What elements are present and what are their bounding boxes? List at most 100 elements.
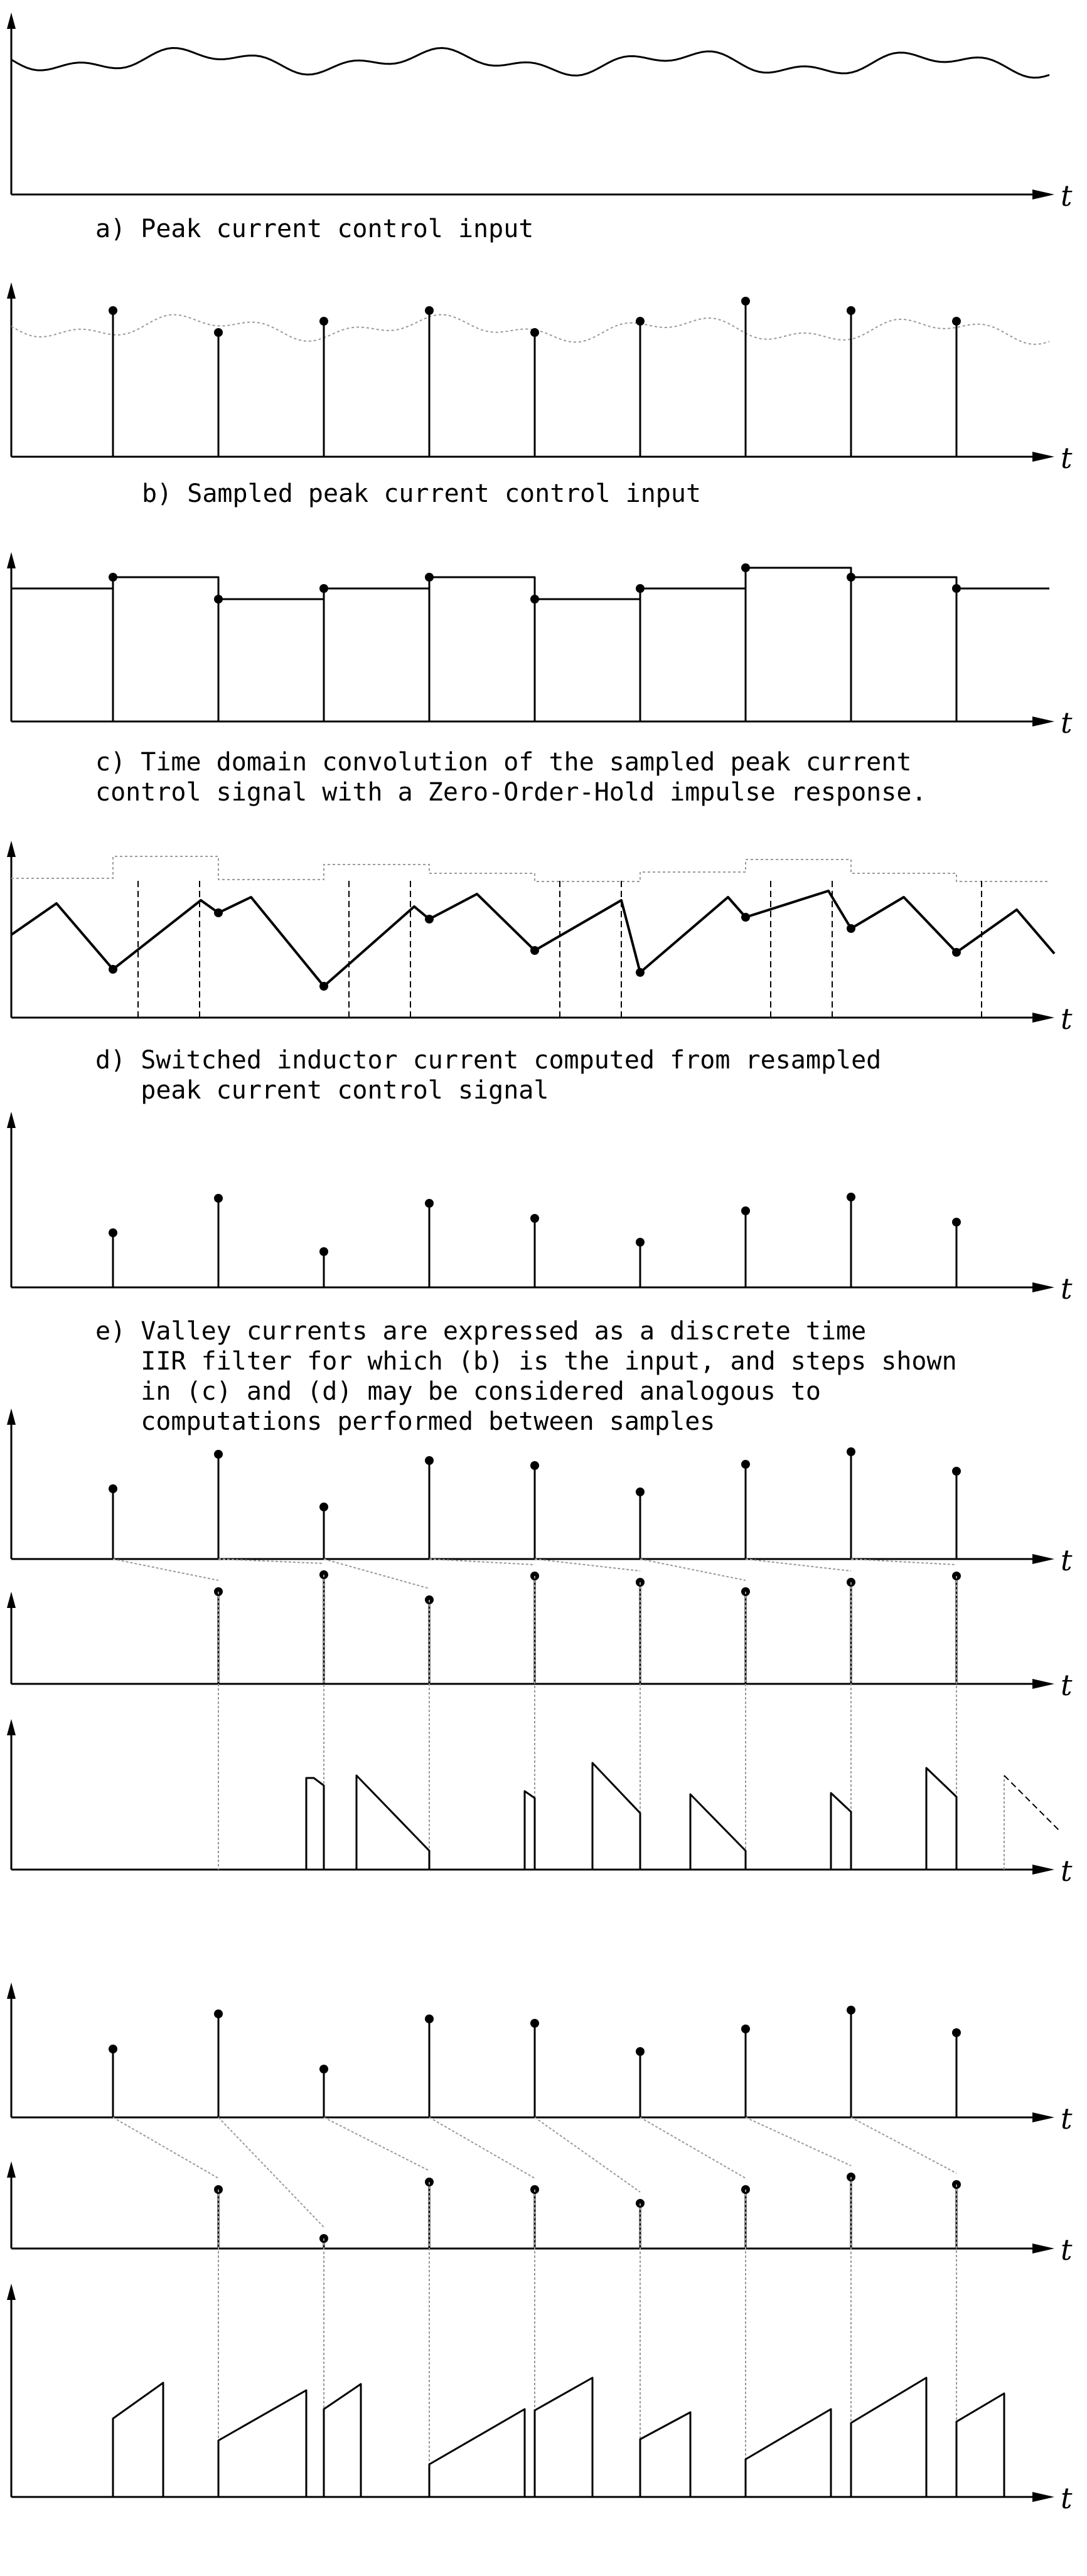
panel-b-sample-point [425,306,434,315]
bottom-group-2-feed-arrow [745,2117,852,2166]
bottom-group-2-feed-arrow [534,2117,641,2193]
bottom-group-2-row-1-point [847,2006,855,2014]
bottom-group-2-row-1-point [319,2065,328,2073]
panel-b-sample-point [636,317,645,326]
panel-c-zoh-staircase [11,567,1049,600]
panel-a-caption-line-1: a) Peak current control input [95,215,533,243]
bottom-group-1-row-1-point [636,1488,645,1496]
panel-e-y-arrowhead [7,1112,16,1128]
panel-c-sample-point [847,573,855,582]
panel-a-y-arrowhead [7,13,16,29]
panel-c-sample-point [425,573,434,582]
bottom-group-1-row-3-pulse [925,1767,958,1870]
panel-e-valley-point [636,1238,645,1247]
panel-c-caption-line-2: control signal with a Zero-Order-Hold im… [95,778,927,807]
bottom-group-2-row-1-axis-label: t [1061,2102,1073,2136]
panel-c-sample-point [214,595,223,604]
panel-e-valley-point [530,1214,539,1223]
bottom-group-1-row-3-axis-label: t [1061,1854,1073,1888]
bottom-group-1-feed-arrow [323,1558,430,1589]
bottom-group-2-row-3-ramp [744,2408,832,2497]
panel-c-sample-point [319,584,328,593]
panel-b-caption-line-1: b) Sampled peak current control input [142,479,701,508]
bottom-group-1-row-1-point [741,1460,750,1469]
panel-e-caption-line-4: computations performed between samples [95,1407,715,1436]
panel-e-valley-point [214,1194,223,1203]
panel-d-valley-point [425,915,434,923]
panel-b-y-arrowhead [7,282,16,299]
panel-c-axis-label: t [1061,706,1073,740]
panel-c-caption-line-1: c) Time domain convolution of the sample… [95,748,911,777]
bottom-group-1-row-1-x-arrowhead [1032,1554,1054,1564]
bottom-group-2-row-2-axis-label: t [1061,2233,1073,2267]
bottom-group-1-row-2-y-arrowhead [7,1592,16,1608]
bottom-group-2-row-1-point [952,2028,961,2037]
bottom-group-2-row-3-ramp [217,2389,308,2497]
bottom-group-2-feed-arrow [850,2117,957,2174]
bottom-group-1-row-3-pulse [591,1762,641,1870]
panel-b-sample-point [214,328,223,337]
panel-d-y-arrowhead [7,841,16,857]
bottom-group-1-row-3-pulse [830,1792,852,1870]
panel-c-sample-point [530,595,539,604]
bottom-group-2-row-1-point [741,2025,750,2033]
panel-d-valley-point [847,924,855,933]
bottom-group-1-feed-arrow [850,1558,957,1565]
bottom-group-1-row-1-point [214,1450,223,1459]
bottom-group-2-row-3-y-arrowhead [7,2284,16,2300]
panel-c-sample-point [741,563,750,572]
bottom-group-2-row-1-y-arrowhead [7,1983,16,1999]
bottom-group-2-feed-arrow [429,2117,535,2179]
bottom-group-1-row-3-pulse [305,1777,325,1870]
panel-d-inductor-current [10,890,1056,987]
bottom-group-2-row-3-ramp [323,2383,362,2497]
panel-d-valley-point [319,982,328,991]
bottom-group-2-feed-arrow [112,2117,219,2179]
bottom-group-2-feed-arrow [218,2117,324,2228]
bottom-group-2-row-1-point [109,2045,117,2053]
bottom-group-2-feed-arrow [640,2117,746,2179]
panel-b-axis-label: t [1061,441,1073,475]
panel-c-sample-point [952,584,961,593]
bottom-group-1-row-3-pulse [355,1774,431,1870]
bottom-group-2-row-1-point [214,2009,223,2018]
panel-d-resampled-peak-signal [11,856,1049,882]
panel-b-sample-point [530,328,539,337]
panel-e-valley-point [109,1228,117,1237]
bottom-group-2-feed-arrow [323,2117,430,2171]
panel-d-valley-point [214,908,223,917]
panel-d-valley-point [530,946,539,955]
bottom-group-2-row-3-x-arrowhead [1032,2492,1054,2502]
bottom-group-1-row-1-point [109,1484,117,1493]
panel-c-sample-point [109,573,117,582]
bottom-group-2-row-3-ramp [428,2408,526,2497]
panel-e-valley-point [952,1218,961,1227]
bottom-group-1-row-3-y-arrowhead [7,1719,16,1735]
panel-d-valley-point [952,948,961,957]
bottom-group-1-feed-arrow [640,1558,746,1581]
bottom-group-2-row-3-ramp [533,2376,594,2497]
panel-e-valley-point [741,1206,750,1215]
bottom-group-2-row-1-point [530,2019,539,2028]
bottom-group-2-row-2-y-arrowhead [7,2161,16,2178]
panel-d-valley-point [636,968,645,977]
bottom-group-1-row-2-axis-label: t [1061,1668,1073,1702]
bottom-group-1-row-1-axis-label: t [1061,1543,1073,1577]
panel-d-caption-line-1: d) Switched inductor current computed fr… [95,1046,881,1075]
bottom-group-2-row-1-point [425,2014,434,2023]
bottom-group-1-row-1-point [952,1467,961,1476]
bottom-group-1-row-3-x-arrowhead [1032,1865,1054,1875]
bottom-group-2-row-3-ramp [639,2411,692,2497]
panel-b-input-trace [11,314,1050,345]
bottom-group-2-row-3-axis-label: t [1061,2481,1073,2515]
panel-e-caption-line-3: in (c) and (d) may be considered analogo… [95,1377,821,1406]
panel-c-sample-point [636,584,645,593]
panel-e-x-arrowhead [1032,1282,1054,1292]
bottom-group-1-feed-arrow [429,1558,535,1565]
panel-b-sample-point [741,297,750,306]
bottom-group-1-row-1-point [425,1456,434,1465]
panel-d-valley-point [109,965,117,974]
panel-a-control-waveform [11,46,1050,79]
bottom-group-2-row-1-x-arrowhead [1032,2112,1054,2122]
